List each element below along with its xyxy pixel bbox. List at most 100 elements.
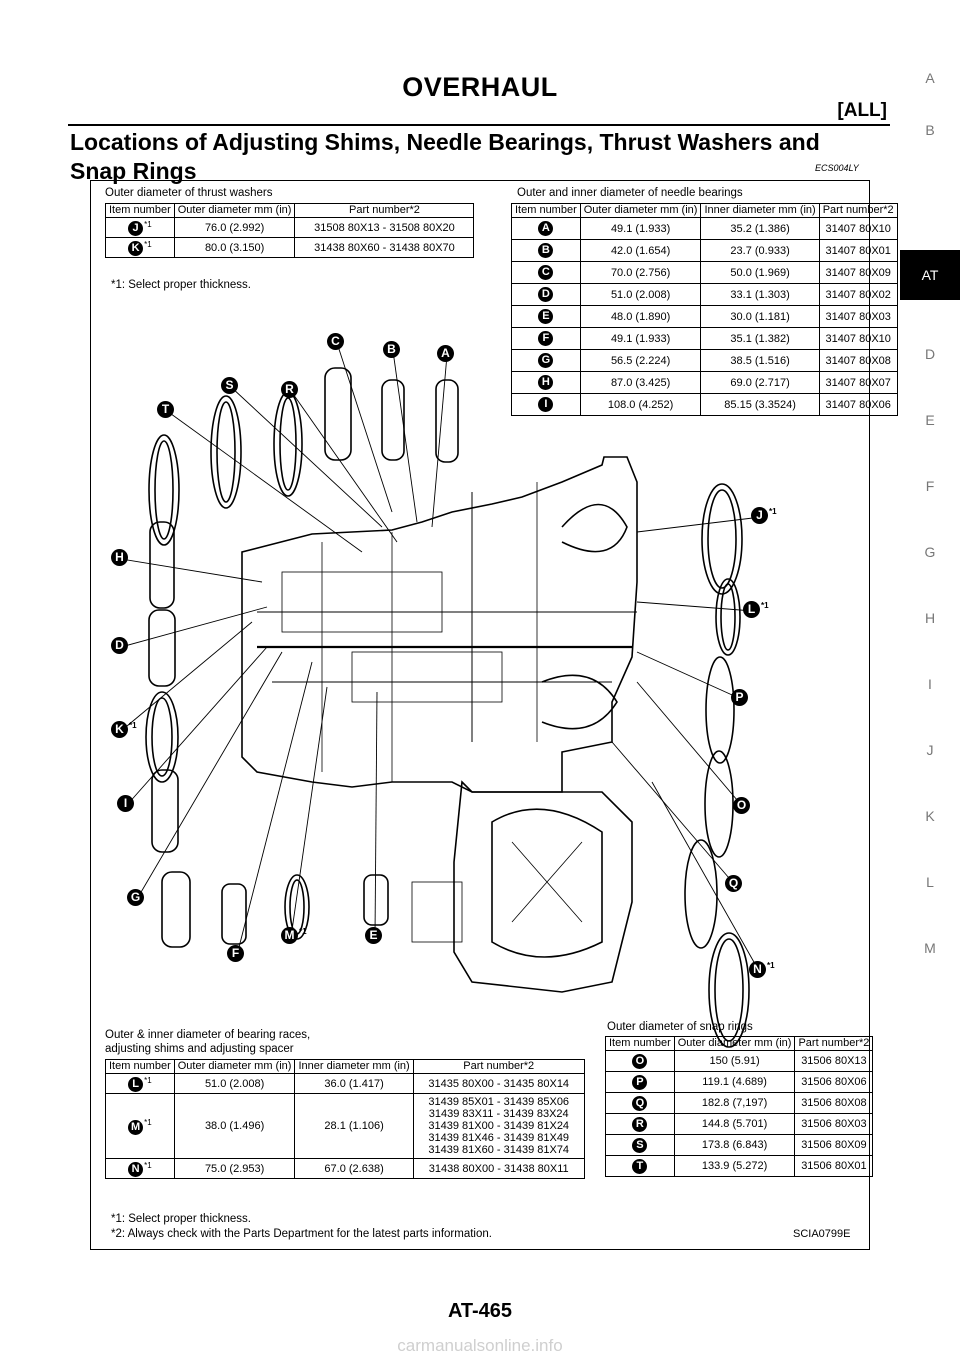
select-thickness-mark: *1 [767,961,775,970]
callout-a: A [437,345,454,362]
item-badge: H [538,375,554,390]
table-cell: 119.1 (4.689) [673,1071,796,1093]
column-header: Part number*2 [412,1059,585,1074]
table-cell: 173.8 (6.843) [673,1134,796,1156]
side-tab-e: E [925,412,935,428]
item-badge: Q [632,1095,648,1111]
callout-k: K*1 [111,721,137,739]
item-badge: H [111,549,128,566]
table-cell: 31407 80X10 [818,217,898,240]
table-cell: 36.0 (1.417) [294,1073,414,1094]
column-header: Part number*2 [794,1036,874,1051]
item-badge: B [538,243,554,258]
table-cell: 31506 80X13 [794,1050,874,1072]
table-cell: 31407 80X01 [818,239,898,262]
table-cell: H [511,371,581,394]
transaxle-cutaway-drawing [120,342,762,1048]
column-header: Outer diameter mm (in) [673,1036,796,1051]
part-number: 31439 85X01 - 31439 85X06 [428,1096,570,1108]
side-tab-g: G [924,544,936,560]
callout-i: I [117,795,134,812]
callout-b: B [383,341,400,358]
item-badge: G [538,353,554,368]
item-badge: S [221,377,238,394]
side-tab-k: K [925,808,935,824]
table-cell: Q [605,1092,675,1114]
item-badge: J [751,507,768,525]
table-cell: 28.1 (1.106) [294,1093,414,1159]
item-badge: D [111,637,128,654]
bearing-races-caption-1: Outer & inner diameter of bearing races, [105,1029,311,1041]
watermark: carmanualsonline.info [397,1336,563,1355]
table-cell: 38.5 (1.516) [700,349,820,372]
parts-department-note: *2: Always check with the Parts Departme… [111,1228,492,1240]
page-number: AT-465 [447,1300,513,1322]
select-thickness-mark: *1 [761,601,769,610]
select-thickness-mark: *1 [129,721,137,730]
item-badge: R [281,381,298,398]
leader-line [636,601,754,612]
table-cell: 69.0 (2.717) [700,371,820,394]
table-cell: 70.0 (2.756) [579,261,702,284]
item-badge: N [749,961,766,979]
table-cell: 23.7 (0.933) [700,239,820,262]
table-cell: S [605,1134,675,1156]
part-number: 31439 83X11 - 31439 83X24 [428,1108,569,1120]
needle-bearings-caption: Outer and inner diameter of needle beari… [517,187,743,199]
table-cell: 49.1 (1.933) [579,217,702,240]
table-cell: 87.0 (3.425) [579,371,702,394]
header-rule [68,124,890,126]
thrust-washers-table: Item number Outer diameter mm (in) Part … [105,203,475,258]
table-cell: 31438 80X00 - 31438 80X11 [412,1158,585,1179]
table-cell: N*1 [105,1158,175,1179]
table-cell: C [511,261,581,284]
table-cell: 31506 80X08 [794,1092,874,1114]
reference-code: ECS004LY [815,163,859,173]
item-badge: S [632,1137,648,1153]
callout-p: P [731,689,748,706]
item-badge: I [117,795,134,812]
side-tab-at: AT [900,250,960,300]
item-badge: T [632,1158,648,1174]
item-badge: E [365,927,382,944]
item-badge: P [731,689,748,706]
item-badge: I [538,397,554,412]
table-cell: 38.0 (1.496) [173,1093,296,1159]
item-badge: F [538,331,554,346]
table-cell: 76.0 (2.992) [173,217,296,238]
table-cell: 35.1 (1.382) [700,327,820,350]
item-badge: K [111,721,128,739]
item-badge: C [327,333,344,350]
needle-bearings-table: Item number Outer diameter mm (in) Inner… [511,203,898,416]
item-badge: B [383,341,400,358]
table-cell: 31407 80X07 [818,371,898,394]
thrust-washers-note: *1: Select proper thickness. [111,279,251,291]
column-header: Outer diameter mm (in) [173,1059,296,1074]
item-badge: K [128,241,144,257]
column-header: Item number [105,1059,175,1074]
table-cell: 31506 80X01 [794,1155,874,1177]
table-cell: 50.0 (1.969) [700,261,820,284]
side-tab-b: B [925,122,935,138]
table-cell: 51.0 (2.008) [579,283,702,306]
leader-line [374,691,378,938]
table-cell: 31407 80X06 [818,393,898,416]
item-badge: E [538,309,554,324]
leader-line [611,741,736,886]
select-thickness-mark: *1 [144,1118,152,1128]
callout-j: J*1 [751,507,777,525]
table-cell: 31506 80X09 [794,1134,874,1156]
part-number: 31439 81X60 - 31439 81X74 [428,1144,570,1156]
leader-line [392,350,418,523]
side-tab-d: D [924,346,936,362]
table-cell: 31407 80X08 [818,349,898,372]
